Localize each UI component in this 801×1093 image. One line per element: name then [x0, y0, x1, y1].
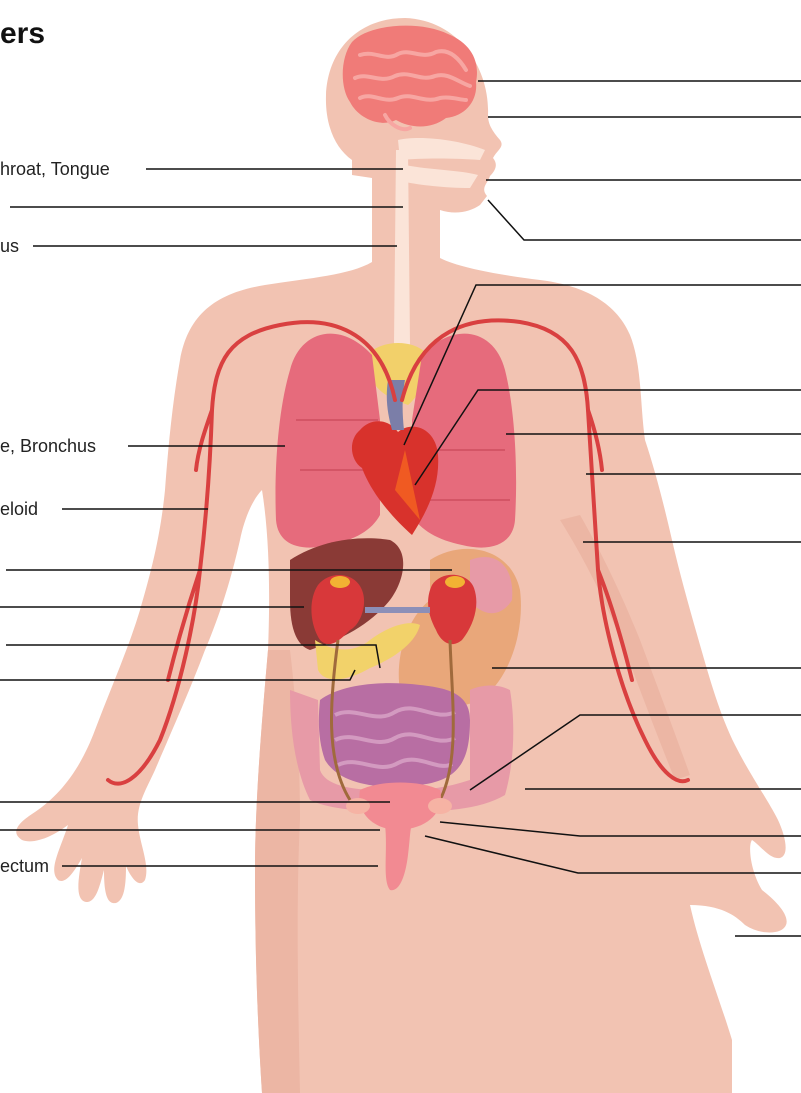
label-rectum: ectum	[0, 856, 49, 876]
label-bronchus: e, Bronchus	[0, 436, 96, 456]
label-throat-tongue: hroat, Tongue	[0, 159, 110, 179]
small-intestine	[319, 683, 470, 787]
trachea	[394, 150, 410, 345]
label-myeloid: eloid	[0, 499, 38, 519]
page-title: ers	[0, 14, 45, 54]
label-esophagus: us	[0, 236, 19, 256]
brain	[343, 26, 477, 130]
